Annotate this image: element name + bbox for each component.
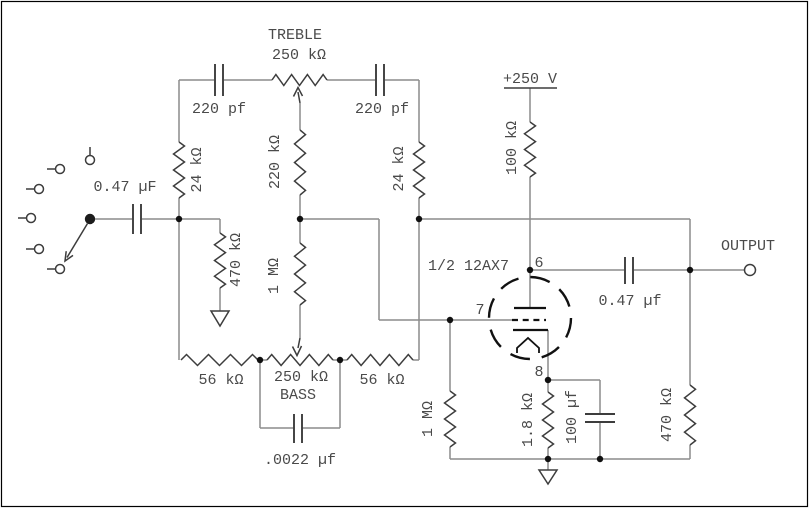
pot-wipers [291, 85, 304, 358]
junction [446, 316, 454, 324]
output-terminal [743, 263, 757, 277]
resistor-24k-left [172, 141, 186, 199]
junction-dots [175, 215, 694, 463]
switch-hub [84, 213, 96, 225]
resistor-1k8-cathode [541, 391, 555, 449]
output-cap-label: 0.47 µf [598, 293, 661, 310]
switch-contact [84, 154, 96, 166]
tube-label: 1/2 12AX7 [428, 258, 509, 275]
treble-capacitor-right [375, 64, 385, 96]
input-cap-label: 0.47 µF [93, 179, 156, 196]
resistor-470k-shunt [213, 232, 227, 289]
tube-envelope [487, 275, 573, 361]
switch-wiper-arrowhead-icon [64, 251, 74, 263]
r100k-label: 100 kΩ [504, 121, 521, 175]
c100uf-label: 100 µf [564, 390, 581, 444]
resistor-1m-tone [293, 242, 307, 306]
r470k-load-label: 470 kΩ [659, 388, 676, 442]
wire-feedback [419, 218, 691, 270]
output-coupling-capacitor [624, 257, 634, 284]
bass-wiper-arrowhead-icon [291, 345, 303, 358]
r24-left-label: 24 kΩ [189, 147, 206, 192]
resistor-100k-plate [523, 121, 537, 178]
input-coupling-capacitor [132, 204, 142, 234]
bass-pot-value: 250 kΩ [274, 369, 328, 386]
bass-cap-label: .0022 µf [264, 452, 336, 469]
treble-cap-left-label: 220 pf [192, 101, 246, 118]
output-label: OUTPUT [721, 238, 775, 255]
r56-right-label: 56 kΩ [359, 372, 404, 389]
junction [415, 215, 423, 223]
wire-output-ground [450, 270, 691, 460]
treble-wiper [297, 91, 301, 104]
treble-capacitor-left [214, 64, 224, 96]
supply-label: +250 V [503, 71, 557, 88]
tube-12ax7-icon [487, 275, 573, 361]
treble-label: TREBLE [268, 27, 322, 44]
ground-icon-bottom [537, 469, 559, 486]
resistors [172, 73, 697, 449]
switch-contact [33, 183, 45, 195]
treble-wiper-arrowhead-icon [292, 85, 304, 97]
pin8-label: 8 [534, 364, 543, 381]
junction [296, 215, 304, 223]
junction [544, 376, 552, 384]
resistor-56k-right [346, 353, 414, 367]
r56-left-label: 56 kΩ [198, 372, 243, 389]
switch-contact-stubs [18, 147, 91, 270]
wire-bass-cap-bridge [259, 360, 341, 429]
wire-shunt-resistor [179, 218, 221, 311]
junction [256, 356, 264, 364]
wire-grid-feed [300, 218, 512, 321]
switch-contact [54, 163, 66, 175]
bass-label: BASS [280, 387, 316, 404]
switch-contact [54, 263, 66, 275]
ground-triangle-icon [537, 469, 559, 486]
r1m-tone-label: 1 MΩ [266, 258, 283, 294]
pin6-label: 6 [534, 255, 543, 272]
r24-right-label: 24 kΩ [391, 146, 408, 191]
bass-capacitor [293, 414, 303, 443]
junction [336, 356, 344, 364]
rotary-selector-switch-icon [18, 147, 96, 275]
resistor-56k-left [180, 353, 259, 367]
capacitors [132, 64, 634, 443]
bass-wiper [297, 337, 301, 349]
switch-contact [33, 243, 45, 255]
resistor-24k-right [412, 141, 426, 199]
wire-cathode-bypass [548, 379, 601, 459]
r220k-label: 220 kΩ [267, 135, 284, 189]
junction [686, 266, 694, 274]
ground-triangle-icon [209, 310, 231, 328]
r470k-shunt-label: 470 kΩ [228, 233, 245, 287]
labels: 0.47 µF TREBLE 250 kΩ 220 pf 220 pf 24 k… [93, 27, 775, 469]
resistor-220k [293, 129, 307, 196]
tube-heater [516, 336, 540, 353]
wires [95, 79, 744, 470]
cathode-bypass-capacitor [585, 413, 615, 423]
switch-wiper [66, 223, 89, 258]
junction [175, 215, 183, 223]
resistor-1m-grid [443, 390, 457, 448]
r1m-grid-label: 1 MΩ [420, 401, 437, 437]
junction [526, 266, 534, 274]
junction [596, 455, 604, 463]
treble-potentiometer [271, 73, 328, 87]
junction [544, 455, 552, 463]
ground-icon-left [209, 310, 231, 328]
treble-pot-value: 250 kΩ [272, 47, 326, 64]
resistor-470k-load [683, 384, 697, 446]
bass-potentiometer [266, 353, 334, 367]
treble-cap-right-label: 220 pf [355, 101, 409, 118]
r1k8-label: 1.8 kΩ [520, 393, 537, 447]
pin7-label: 7 [475, 302, 484, 319]
switch-contact [25, 212, 37, 224]
